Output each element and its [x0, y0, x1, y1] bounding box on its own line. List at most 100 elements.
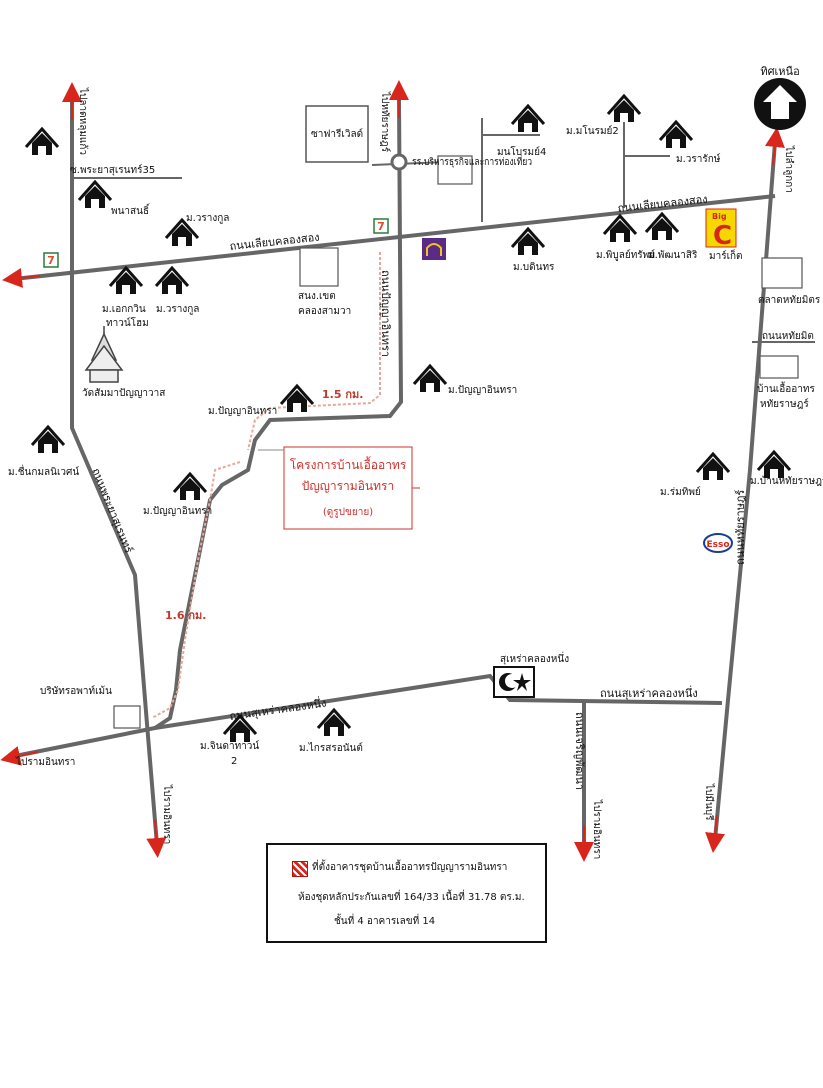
manorom2-label: ม.มโนรมย์2: [566, 124, 619, 137]
legend-hatch-swatch: [292, 861, 308, 877]
distance-1-6km: 1.6 กม.: [165, 609, 206, 622]
arrow-left-bottom: [0, 746, 39, 766]
manorom4-label: มนโบรมย์4: [497, 145, 546, 158]
house-icon: [108, 266, 144, 296]
district-office-box: [299, 247, 339, 287]
direction-ramintra-bottom: ไปรามอินทรา: [161, 784, 173, 844]
road-label-phraya-suren: ถนนพระยาสุเรนทร์: [89, 466, 135, 555]
house-icon: [24, 127, 60, 157]
map-legend: ที่ตั้งอาคารชุดบ้านเอื้ออาทรปัญญารามอินท…: [266, 843, 547, 943]
chuenkamon-label: ม.ชื่นกมลนิเวศน์: [8, 464, 79, 478]
house-icon: [658, 120, 694, 150]
market-label: ตลาดหทัยมิตร: [758, 295, 821, 306]
seven-eleven-icon: 7: [43, 252, 59, 268]
road-label-suhao-west: ถนนสุเหร่าคลองหนึ่ง: [228, 695, 327, 723]
temple-icon: [84, 326, 124, 383]
company-label: บริษัทรอพาท์เม้น: [40, 685, 112, 697]
panya-inthra-label-2: ม.ปัญญาอินทรา: [448, 385, 517, 396]
road-label-panya-inthra: ถนนปัญญาอินทรา: [379, 270, 392, 357]
arrow-down-right: [705, 814, 726, 853]
baan-ua-box: [759, 355, 799, 379]
school-label: รร.บริหารธุรกิจและการท่องเที่ยว: [412, 154, 532, 168]
direction-ramintra-left: ไปรามอินทรา: [15, 756, 75, 768]
bodin-label: ม.บดินทร: [513, 262, 555, 273]
road-label-suhao-east: ถนนสุเหร่าคลองหนึ่ง: [600, 685, 698, 700]
road-suhao-klong-nueng: [9, 673, 723, 759]
house-icon: [77, 180, 113, 210]
road-label-soi-35: ซ.พระยาสุเรนทร์35: [70, 164, 155, 176]
direction-hathai-rat: ไปหทัยราษฎร์: [379, 91, 391, 153]
direction-ramintra-jaroen: ไปรามอินทรา: [591, 799, 603, 859]
baan-ua-label: บ้านเอื้ออาทร: [757, 381, 815, 395]
north-label: ทิศเหนือ: [760, 65, 799, 78]
romthip-label: ม.ร่มทิพย์: [660, 486, 701, 498]
svg-text:7: 7: [47, 254, 55, 267]
mosque-label: สุเหร่าคลองหนึ่ง: [500, 651, 569, 665]
mosque-icon: [493, 666, 535, 698]
arrow-left: [2, 267, 41, 288]
esso-logo-icon: Esso: [703, 533, 733, 553]
house-icon: [172, 472, 208, 502]
house-icon: [756, 450, 792, 480]
wararak-label: ม.วรารักษ์: [676, 153, 721, 165]
baan-hathai-label: ม.บ้านหทัยราษฎร์: [750, 475, 823, 487]
jinda-town-label: ม.จินดาทาวน์: [200, 740, 259, 752]
jinda-town-number: 2: [231, 756, 237, 767]
ekkawin-label-2: ทาวน์โฮม: [106, 316, 149, 329]
house-icon: [644, 212, 680, 242]
bank-icon: [422, 238, 446, 260]
house-icon: [154, 266, 190, 296]
phibun-label: ม.พิบูลย์ทรัพย์: [596, 249, 655, 261]
seven-eleven-icon: 7: [373, 218, 389, 234]
svg-text:Esso: Esso: [706, 540, 729, 550]
house-icon: [316, 708, 352, 738]
panya-inthra-label-1: ม.ปัญญาอินทรา: [208, 406, 277, 417]
house-icon: [510, 104, 546, 134]
road-label-lieb-east: ถนนเลียบคลองสอง: [617, 193, 708, 215]
direction-lat-lum-kaeo: ไปลาดหลุมแก้ว: [77, 87, 89, 155]
legend-line-1: ที่ตั้งอาคารชุดบ้านเอื้ออาทรปัญญารามอินท…: [312, 862, 508, 873]
phanason-label: พนาสนธิ์: [111, 203, 151, 217]
house-icon: [695, 452, 731, 482]
route-1-5km: [247, 252, 381, 451]
svg-text:7: 7: [377, 220, 385, 233]
house-icon: [510, 227, 546, 257]
house-icon: [606, 94, 642, 124]
temple-label: วัดสัมมาปัญญาวาส: [82, 388, 165, 399]
safari-world-box: [305, 105, 369, 163]
road-panya-inthra: [153, 99, 404, 730]
north-arrow-icon: [754, 78, 806, 130]
road-label-jaroen: ถนนเจริญพัฒนา: [573, 712, 586, 790]
project-subtitle: ปัญญารามอินทรา: [302, 479, 394, 493]
phatthana-label: ม.พัฒนาสิริ: [648, 250, 698, 261]
school-box: [437, 155, 473, 185]
svg-text:Big: Big: [712, 212, 727, 221]
house-icon: [412, 364, 448, 394]
distance-1-5km: 1.5 กม.: [322, 388, 363, 401]
house-icon: [602, 214, 638, 244]
worangkun-label-2: ม.วรางกูล: [156, 304, 199, 315]
arrow-up-right: [764, 127, 785, 166]
district-office-label: สนง.เขต: [298, 291, 336, 302]
direction-lam-luk-ka: ไปลำลูกกา: [783, 145, 795, 193]
project-note: (ดูรูปขยาย): [323, 507, 373, 518]
big-c-logo-icon: Big C: [705, 208, 737, 251]
district-office-label-2: คลองสามวา: [298, 306, 351, 317]
safari-world-label: ซาฟารีเวิลด์: [311, 128, 363, 140]
baan-ua-label-2: หทัยราษฎร์: [760, 398, 809, 410]
legend-line-3: ชั้นที่ 4 อาคารเลขที่ 14: [334, 916, 436, 927]
road-phraya-suren: [70, 92, 159, 846]
market-box: [761, 257, 803, 289]
panya-inthra-label-3: ม.ปัญญาอินทรา: [143, 506, 212, 517]
route-1-6km: [151, 461, 241, 719]
ekkawin-label: ม.เอกกวิน: [102, 304, 146, 315]
company-box: [113, 705, 141, 729]
svg-text:C: C: [713, 221, 732, 251]
direction-min-buri: ไปมีนบุรี: [703, 783, 715, 821]
road-label-hathai-rat: ถนนหทัยราษฎร์: [734, 490, 747, 565]
kraisorn-label: ม.ไกรสรอนันต์: [299, 742, 363, 754]
worangkun-label: ม.วรางกูล: [186, 213, 229, 224]
big-c-label: มาร์เก็ต: [709, 248, 743, 262]
project-title: โครงการบ้านเอื้ออาทร: [290, 456, 407, 472]
